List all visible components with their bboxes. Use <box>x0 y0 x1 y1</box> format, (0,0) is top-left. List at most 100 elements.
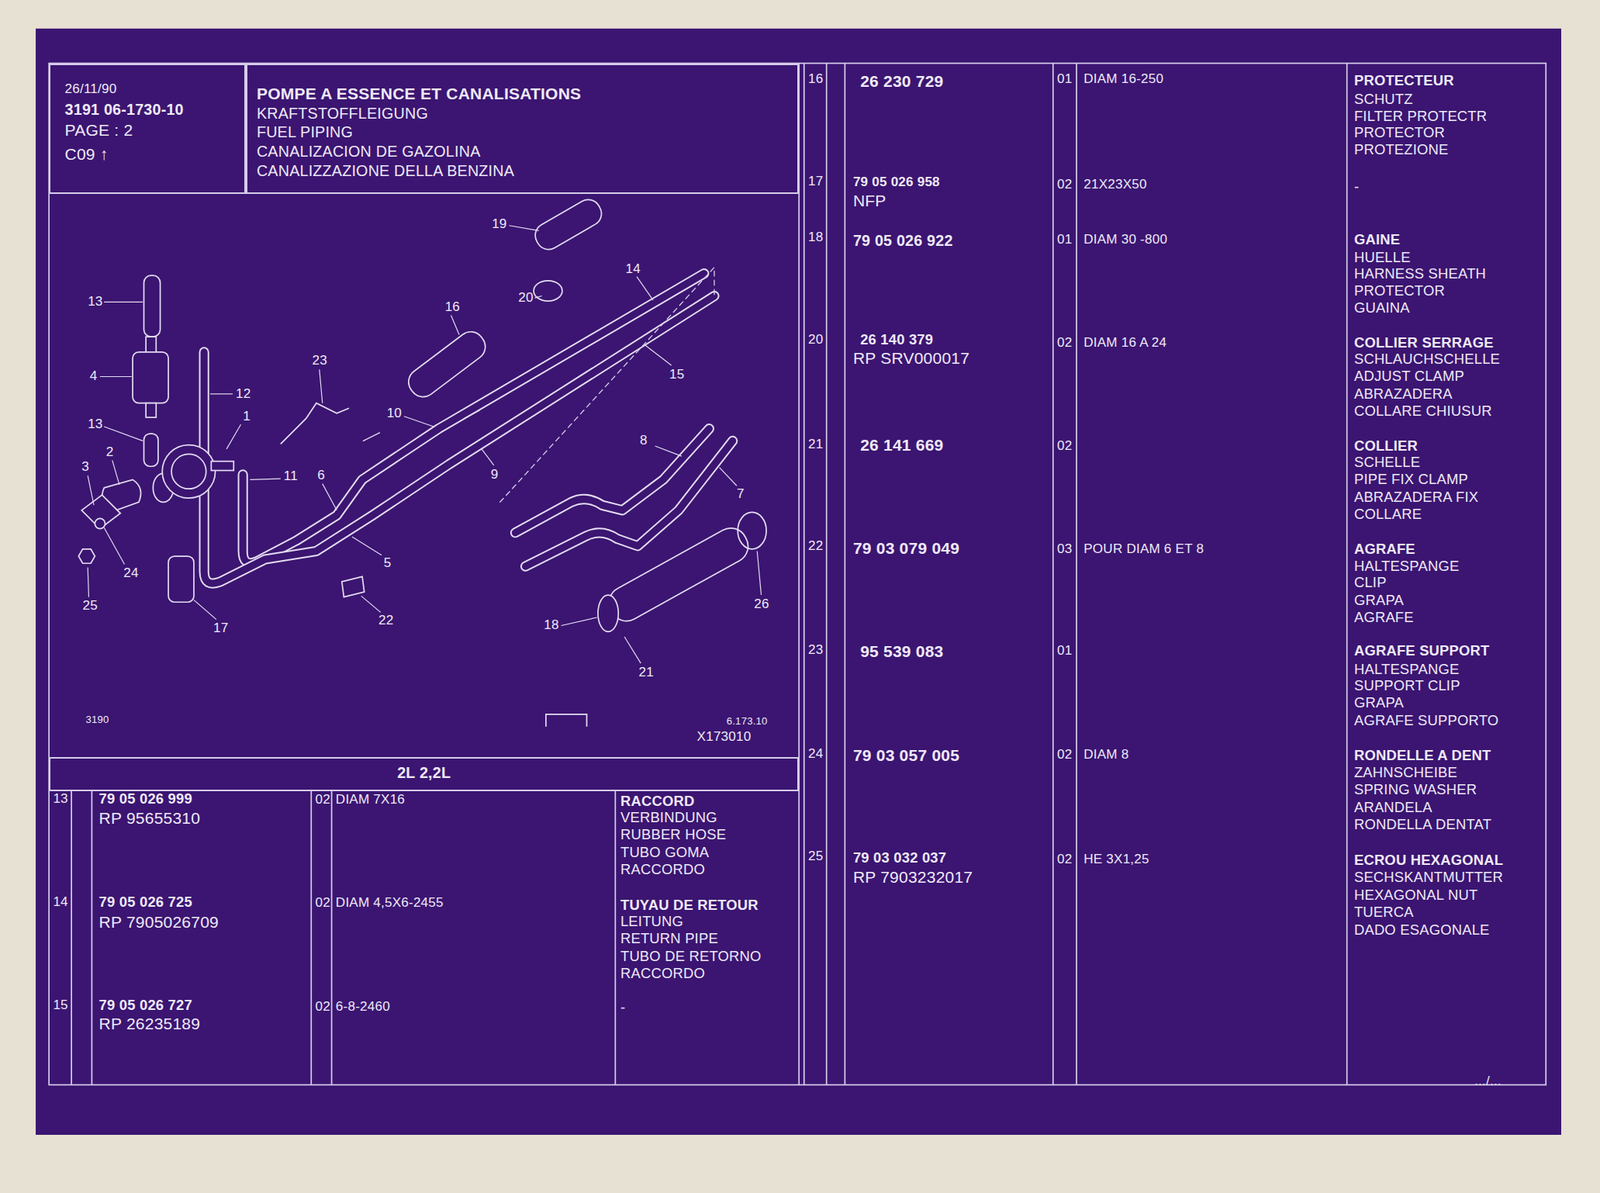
row-number: 20 <box>808 331 823 348</box>
protector-hose <box>403 326 491 403</box>
part-number: RP 7903232017 <box>853 867 973 887</box>
row-number: 17 <box>808 173 823 190</box>
part-number: NFP <box>853 191 887 211</box>
quantity-cell: 02 <box>1057 335 1072 351</box>
header-text: KRAFTSTOFFLEIGUNG <box>256 104 429 123</box>
part-name: ECROU HEXAGONAL <box>1354 851 1504 868</box>
callout-number: 10 <box>387 405 402 422</box>
clip <box>342 576 365 597</box>
leader-line <box>404 416 434 427</box>
callout-number: 22 <box>378 612 394 629</box>
header-text: 26/11/90 <box>65 81 118 97</box>
callout-number: 25 <box>82 597 98 614</box>
part-name: AGRAFE SUPPORT <box>1354 642 1490 659</box>
callout-number: 1 <box>242 408 251 425</box>
callout-number: 3 <box>81 459 90 475</box>
leader-line <box>451 315 460 336</box>
row-number: 24 <box>808 746 823 762</box>
callout-number: 7 <box>736 486 745 502</box>
frame-symbol <box>546 714 588 727</box>
callout-number: 13 <box>87 416 103 432</box>
description-cell: POUR DIAM 6 ET 8 <box>1083 541 1204 557</box>
part-name: PROTECTEUR <box>1354 72 1455 89</box>
part-name: TUBO DE RETORNO <box>620 947 762 965</box>
description-cell: DIAM 4,5X6-2455 <box>335 895 444 911</box>
row-number: 15 <box>52 997 68 1013</box>
sleeve-mark <box>362 432 380 442</box>
header-text: CANALIZACION DE GAZOLINA <box>256 142 481 161</box>
return-pipe <box>242 273 705 564</box>
leader-line <box>103 426 143 441</box>
part-name: TUBO GOMA <box>620 843 709 861</box>
callout-number: 4 <box>89 368 98 384</box>
part-number: 79 05 026 922 <box>853 231 954 250</box>
support-clip <box>280 403 350 445</box>
part-name: RETURN PIPE <box>620 929 719 947</box>
leader-line <box>719 467 737 487</box>
part-name: PROTECTOR <box>1354 282 1445 299</box>
group-dash-line <box>500 267 715 503</box>
callout-number: 26 <box>753 596 769 612</box>
leader-line <box>103 527 125 564</box>
protector-hose <box>403 326 491 403</box>
callout-number: 17 <box>213 620 229 636</box>
part-name: COLLIER <box>1354 437 1418 454</box>
part-name: SECHSKANTMUTTER <box>1354 868 1504 885</box>
part-name: PROTEZIONE <box>1354 141 1449 158</box>
callout-number: 13 <box>87 293 103 310</box>
part-name: HARNESS SHEATH <box>1354 265 1486 282</box>
callout-number: 8 <box>639 432 648 449</box>
hose <box>144 275 161 337</box>
quantity-cell: 02 <box>1057 851 1072 868</box>
grid-line <box>803 63 806 1086</box>
description-cell: 6-8-2460 <box>335 998 391 1015</box>
callout-number: 24 <box>123 565 139 581</box>
drawing-note: .../... <box>1474 1073 1502 1089</box>
reference-box: 26/11/903191 06-1730-10PAGE : 2C09 ↑ <box>48 63 246 194</box>
row-number: 13 <box>52 791 68 807</box>
filter-neck <box>145 336 156 353</box>
part-name: HALTESPANGE <box>1354 557 1460 574</box>
quantity-cell: 02 <box>1057 176 1072 193</box>
part-name: RACCORD <box>620 792 695 809</box>
part-name: - <box>1354 178 1359 195</box>
part-name: RUBBER HOSE <box>620 825 726 843</box>
leader-line <box>87 475 94 505</box>
plate <box>81 494 121 529</box>
drawing-note: X173010 <box>697 729 752 745</box>
part-number: 79 03 032 037 <box>853 849 947 866</box>
hose <box>530 195 606 255</box>
part-name: COLLARE CHIUSUR <box>1354 402 1493 419</box>
header-text: CANALIZZAZIONE DELLA BENZINA <box>256 162 515 180</box>
leader-line <box>100 376 132 377</box>
leader-line <box>322 483 337 511</box>
part-number: 79 05 026 999 <box>99 790 193 807</box>
leader-line <box>361 595 381 612</box>
header-text: C09 ↑ <box>65 145 109 164</box>
leader-line <box>103 301 143 303</box>
quantity-cell: 02 <box>1057 438 1072 454</box>
callout-number: 23 <box>312 352 328 369</box>
film-ground <box>35 28 1562 1135</box>
parts-drawing <box>78 195 767 727</box>
quantity-cell: 03 <box>1057 541 1072 557</box>
grid-line <box>798 63 800 1086</box>
part-name: HALTESPANGE <box>1354 660 1460 678</box>
header-text: PAGE : 2 <box>65 120 134 140</box>
leader-line <box>481 449 495 466</box>
leader-lines <box>87 225 761 664</box>
leader-line <box>87 567 89 598</box>
grid-line <box>310 791 312 1086</box>
callout-number: 6 <box>317 467 325 484</box>
part-name: RONDELLE A DENT <box>1354 746 1492 764</box>
description-cell: DIAM 30 -800 <box>1083 231 1168 248</box>
part-name: TUYAU DE RETOUR <box>620 896 759 913</box>
row-number: 18 <box>808 229 823 246</box>
leader-line <box>624 636 641 664</box>
part-name: SPRING WASHER <box>1354 780 1477 798</box>
callout-number: 5 <box>383 555 392 571</box>
part-number: 26 140 379 <box>860 331 934 348</box>
filter-neck <box>145 403 156 418</box>
part-name: RACCORDO <box>620 964 705 982</box>
